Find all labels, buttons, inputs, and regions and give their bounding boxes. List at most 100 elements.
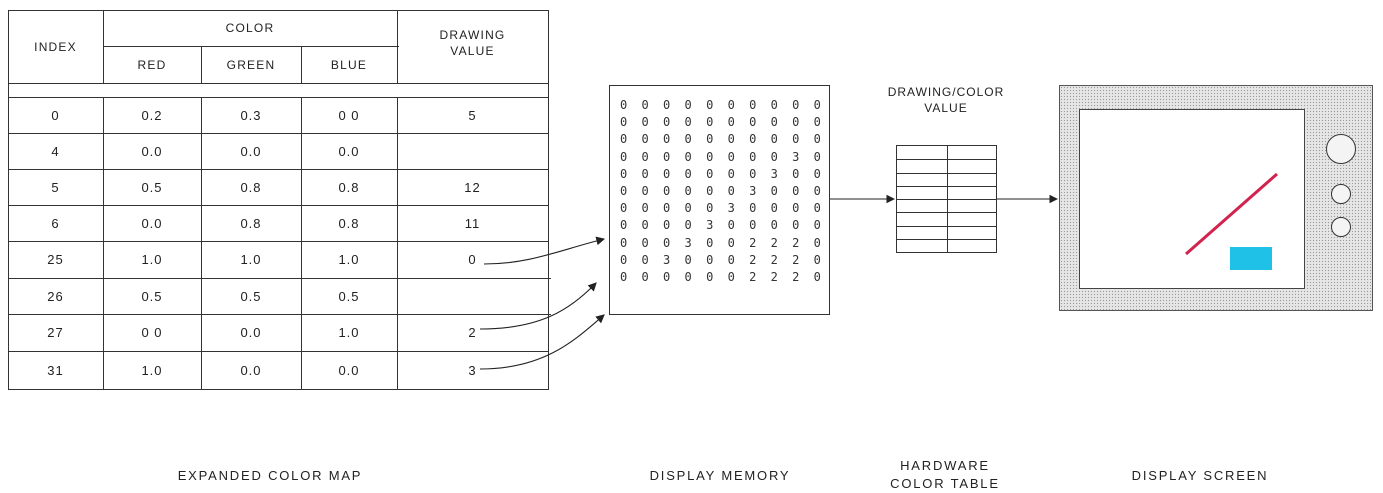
memory-cell: 2 [771,235,778,252]
large-knob-icon [1326,134,1356,164]
memory-cell: 0 [663,217,670,234]
memory-cell: 0 [771,131,778,148]
memory-cell: 0 [663,183,670,200]
memory-row: 0000000000 [620,131,821,148]
memory-cell: 0 [706,235,713,252]
memory-cell: 0 [706,131,713,148]
memory-cell: 3 [792,149,799,166]
memory-cell: 0 [706,97,713,114]
memory-cell: 0 [663,235,670,252]
memory-cell: 0 [771,200,778,217]
memory-cell: 0 [792,166,799,183]
memory-cell: 0 [685,183,692,200]
memory-cell: 0 [792,131,799,148]
memory-cell: 0 [814,235,821,252]
memory-cell: 0 [728,97,735,114]
memory-cell: 0 [706,149,713,166]
memory-cell: 0 [663,97,670,114]
memory-cell: 2 [749,235,756,252]
memory-cell: 0 [749,166,756,183]
memory-cell: 2 [771,269,778,286]
memory-cell: 0 [685,149,692,166]
memory-cell: 0 [685,166,692,183]
small-knob-icon [1331,184,1351,204]
memory-cell: 0 [685,97,692,114]
hardware-table-row-divider [897,186,996,187]
memory-cell: 0 [706,252,713,269]
hardware-caption-line2: VALUE [860,101,1032,116]
memory-cell: 0 [749,97,756,114]
memory-cell: 0 [814,114,821,131]
memory-cell: 0 [728,114,735,131]
screen-viewport [1079,109,1305,289]
memory-cell: 0 [642,166,649,183]
memory-cell: 0 [620,269,627,286]
memory-cell: 0 [620,149,627,166]
memory-cell: 0 [642,269,649,286]
memory-cell: 0 [663,269,670,286]
memory-cell: 0 [642,97,649,114]
memory-cell: 0 [685,252,692,269]
memory-cell: 0 [642,217,649,234]
small-knob-icon [1331,217,1351,237]
memory-cell: 2 [792,252,799,269]
memory-cell: 3 [706,217,713,234]
memory-cell: 0 [663,149,670,166]
memory-cell: 0 [728,149,735,166]
memory-cell: 0 [642,200,649,217]
memory-cell: 0 [685,217,692,234]
memory-cell: 0 [749,200,756,217]
memory-cell: 0 [663,114,670,131]
memory-cell: 0 [814,217,821,234]
memory-cell: 3 [749,183,756,200]
memory-cell: 0 [706,166,713,183]
memory-cell: 0 [728,131,735,148]
hardware-table-row-divider [897,239,996,240]
memory-cell: 0 [620,217,627,234]
memory-row: 0000002220 [620,269,821,286]
arrow-value-3 [480,315,604,369]
memory-cell: 0 [642,235,649,252]
hardware-table-row-divider [897,173,996,174]
memory-cell: 0 [814,269,821,286]
memory-row: 0000000030 [620,149,821,166]
label-hardware-line1: HARDWARE [850,458,1040,473]
drawn-rectangle [1230,247,1272,270]
arrow-value-0 [484,239,604,264]
memory-cell: 0 [792,217,799,234]
memory-cell: 0 [706,183,713,200]
memory-cell: 2 [749,252,756,269]
memory-cell: 0 [642,183,649,200]
memory-cell: 0 [792,97,799,114]
memory-cell: 2 [792,269,799,286]
memory-cell: 0 [642,252,649,269]
memory-cell: 0 [728,217,735,234]
memory-cell: 0 [620,200,627,217]
memory-cell: 0 [814,131,821,148]
hardware-color-table [896,145,997,253]
memory-cell: 0 [814,252,821,269]
label-display-screen: DISPLAY SCREEN [1080,468,1320,483]
memory-cell: 0 [792,183,799,200]
memory-cell: 0 [620,183,627,200]
memory-cell: 3 [728,200,735,217]
hardware-table-row-divider [897,199,996,200]
memory-cell: 0 [728,166,735,183]
hardware-table-row-divider [897,212,996,213]
memory-cell: 0 [663,166,670,183]
memory-cell: 3 [663,252,670,269]
memory-cell: 2 [792,235,799,252]
memory-cell: 0 [642,149,649,166]
memory-cell: 0 [749,149,756,166]
hardware-table-row-divider [897,226,996,227]
memory-cell: 0 [814,97,821,114]
memory-cell: 0 [771,114,778,131]
memory-cell: 0 [620,97,627,114]
memory-cell: 0 [771,97,778,114]
memory-cell: 3 [771,166,778,183]
memory-cell: 0 [620,114,627,131]
arrow-value-2 [480,283,596,329]
